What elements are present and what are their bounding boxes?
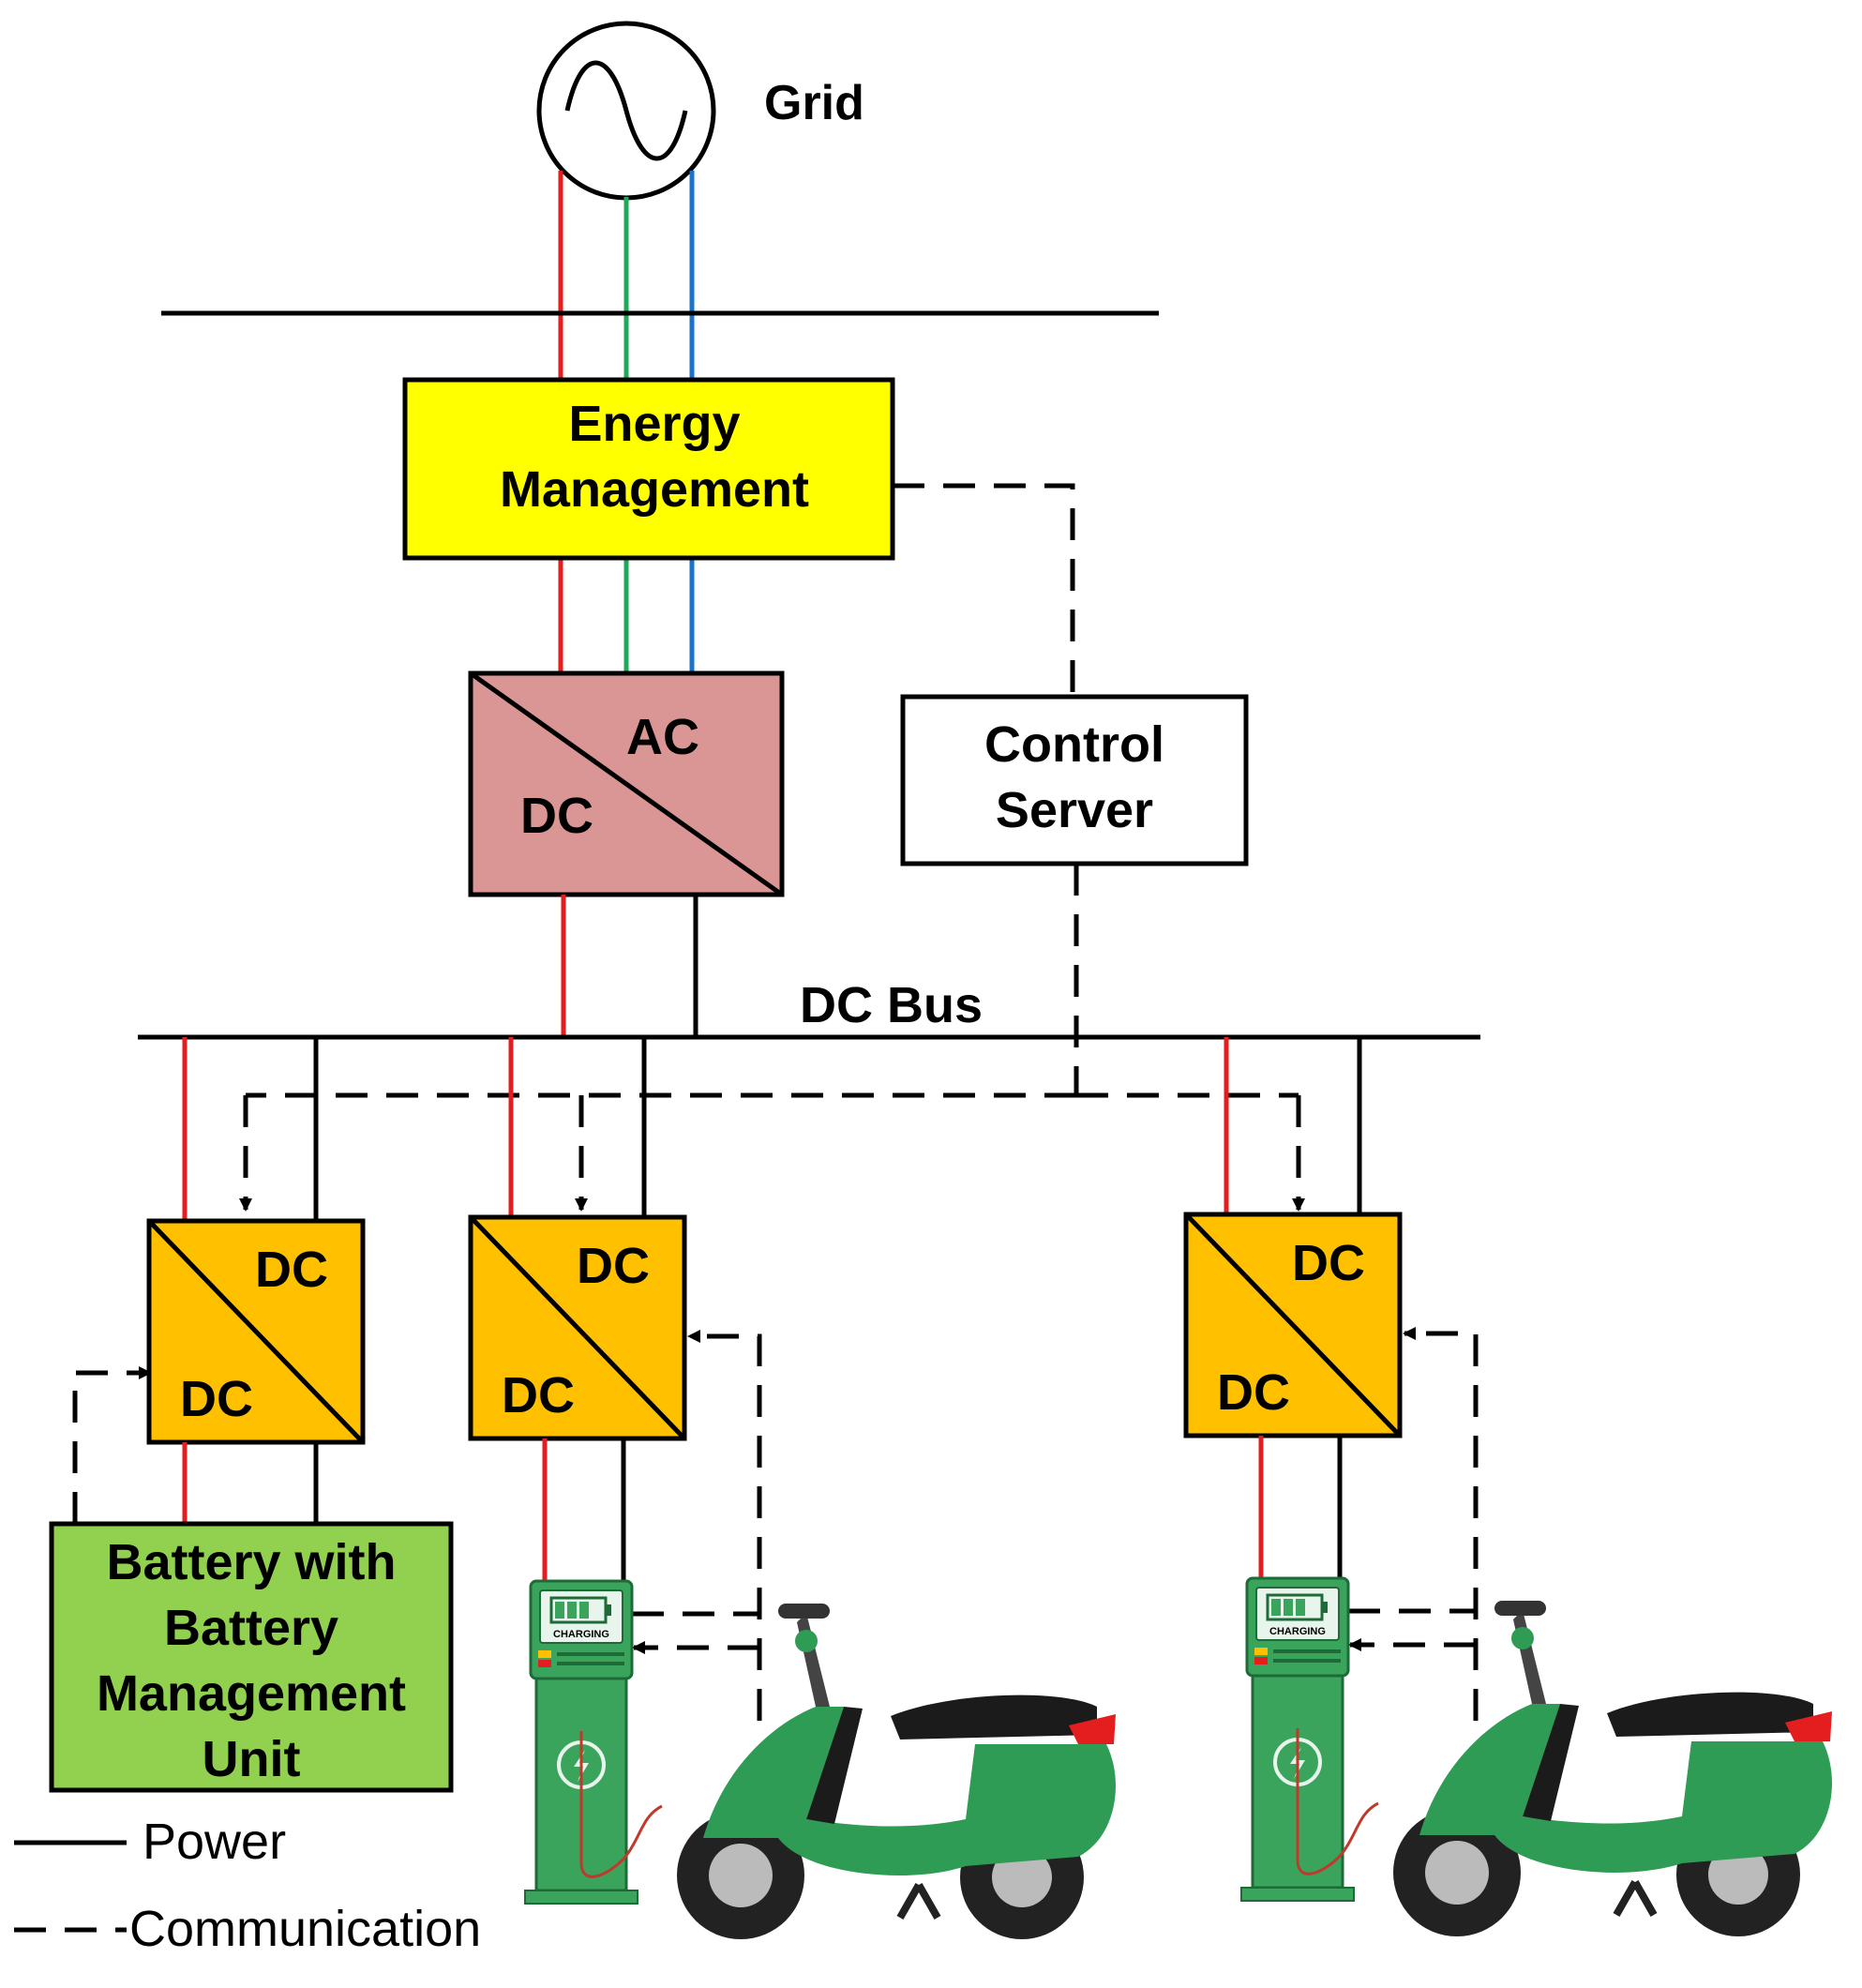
battery-line4: Unit (203, 1731, 301, 1787)
converter-1-top-label: DC (255, 1242, 328, 1298)
grid-label: Grid (764, 76, 864, 130)
dc-dc-converter-1: DC DC (146, 1218, 366, 1445)
control-server-box: Control Server (900, 694, 1249, 866)
ac-dc-inverter: AC DC (468, 670, 785, 897)
converter-2-bottom-label: DC (502, 1367, 575, 1423)
dc-bus-label: DC Bus (800, 977, 983, 1033)
battery-box: Battery with Battery Management Unit (49, 1521, 454, 1793)
grid-source (536, 21, 716, 201)
comm-lines (72, 483, 1479, 1721)
legend-power-label: Power (143, 1814, 286, 1870)
energy-management-line2: Management (500, 461, 809, 518)
dc-dc-converter-2: DC DC (468, 1214, 687, 1441)
charging-station-2: CHARGING (1240, 1576, 1379, 1902)
converter-3-top-label: DC (1292, 1235, 1365, 1291)
charger-1-screen-text: CHARGING (553, 1629, 609, 1640)
electric-scooter-1 (677, 1604, 1116, 1939)
battery-line1: Battery with (106, 1534, 396, 1590)
inverter-ac-label: AC (626, 709, 699, 765)
converter-2-top-label: DC (577, 1238, 650, 1294)
battery-line2: Battery (164, 1600, 338, 1656)
legend-communication-label: Communication (129, 1901, 481, 1957)
battery-line3: Management (97, 1665, 406, 1722)
energy-management-line1: Energy (568, 396, 740, 452)
legend: Power Communication (14, 1814, 481, 1957)
charger-2-screen-text: CHARGING (1269, 1626, 1326, 1637)
dc-dc-converter-3: DC DC (1183, 1212, 1403, 1438)
energy-management-box: Energy Management (402, 377, 895, 561)
converter-1-bottom-label: DC (180, 1371, 253, 1427)
converter-3-bottom-label: DC (1217, 1364, 1290, 1421)
charging-station-1: CHARGING (524, 1579, 663, 1905)
inverter-dc-label: DC (520, 788, 593, 844)
electric-scooter-2 (1393, 1601, 1832, 1936)
dc-bus-drops (182, 1037, 1362, 1221)
control-server-line2: Server (996, 782, 1153, 838)
control-server-line1: Control (984, 716, 1164, 773)
three-phase-lines (558, 171, 695, 673)
